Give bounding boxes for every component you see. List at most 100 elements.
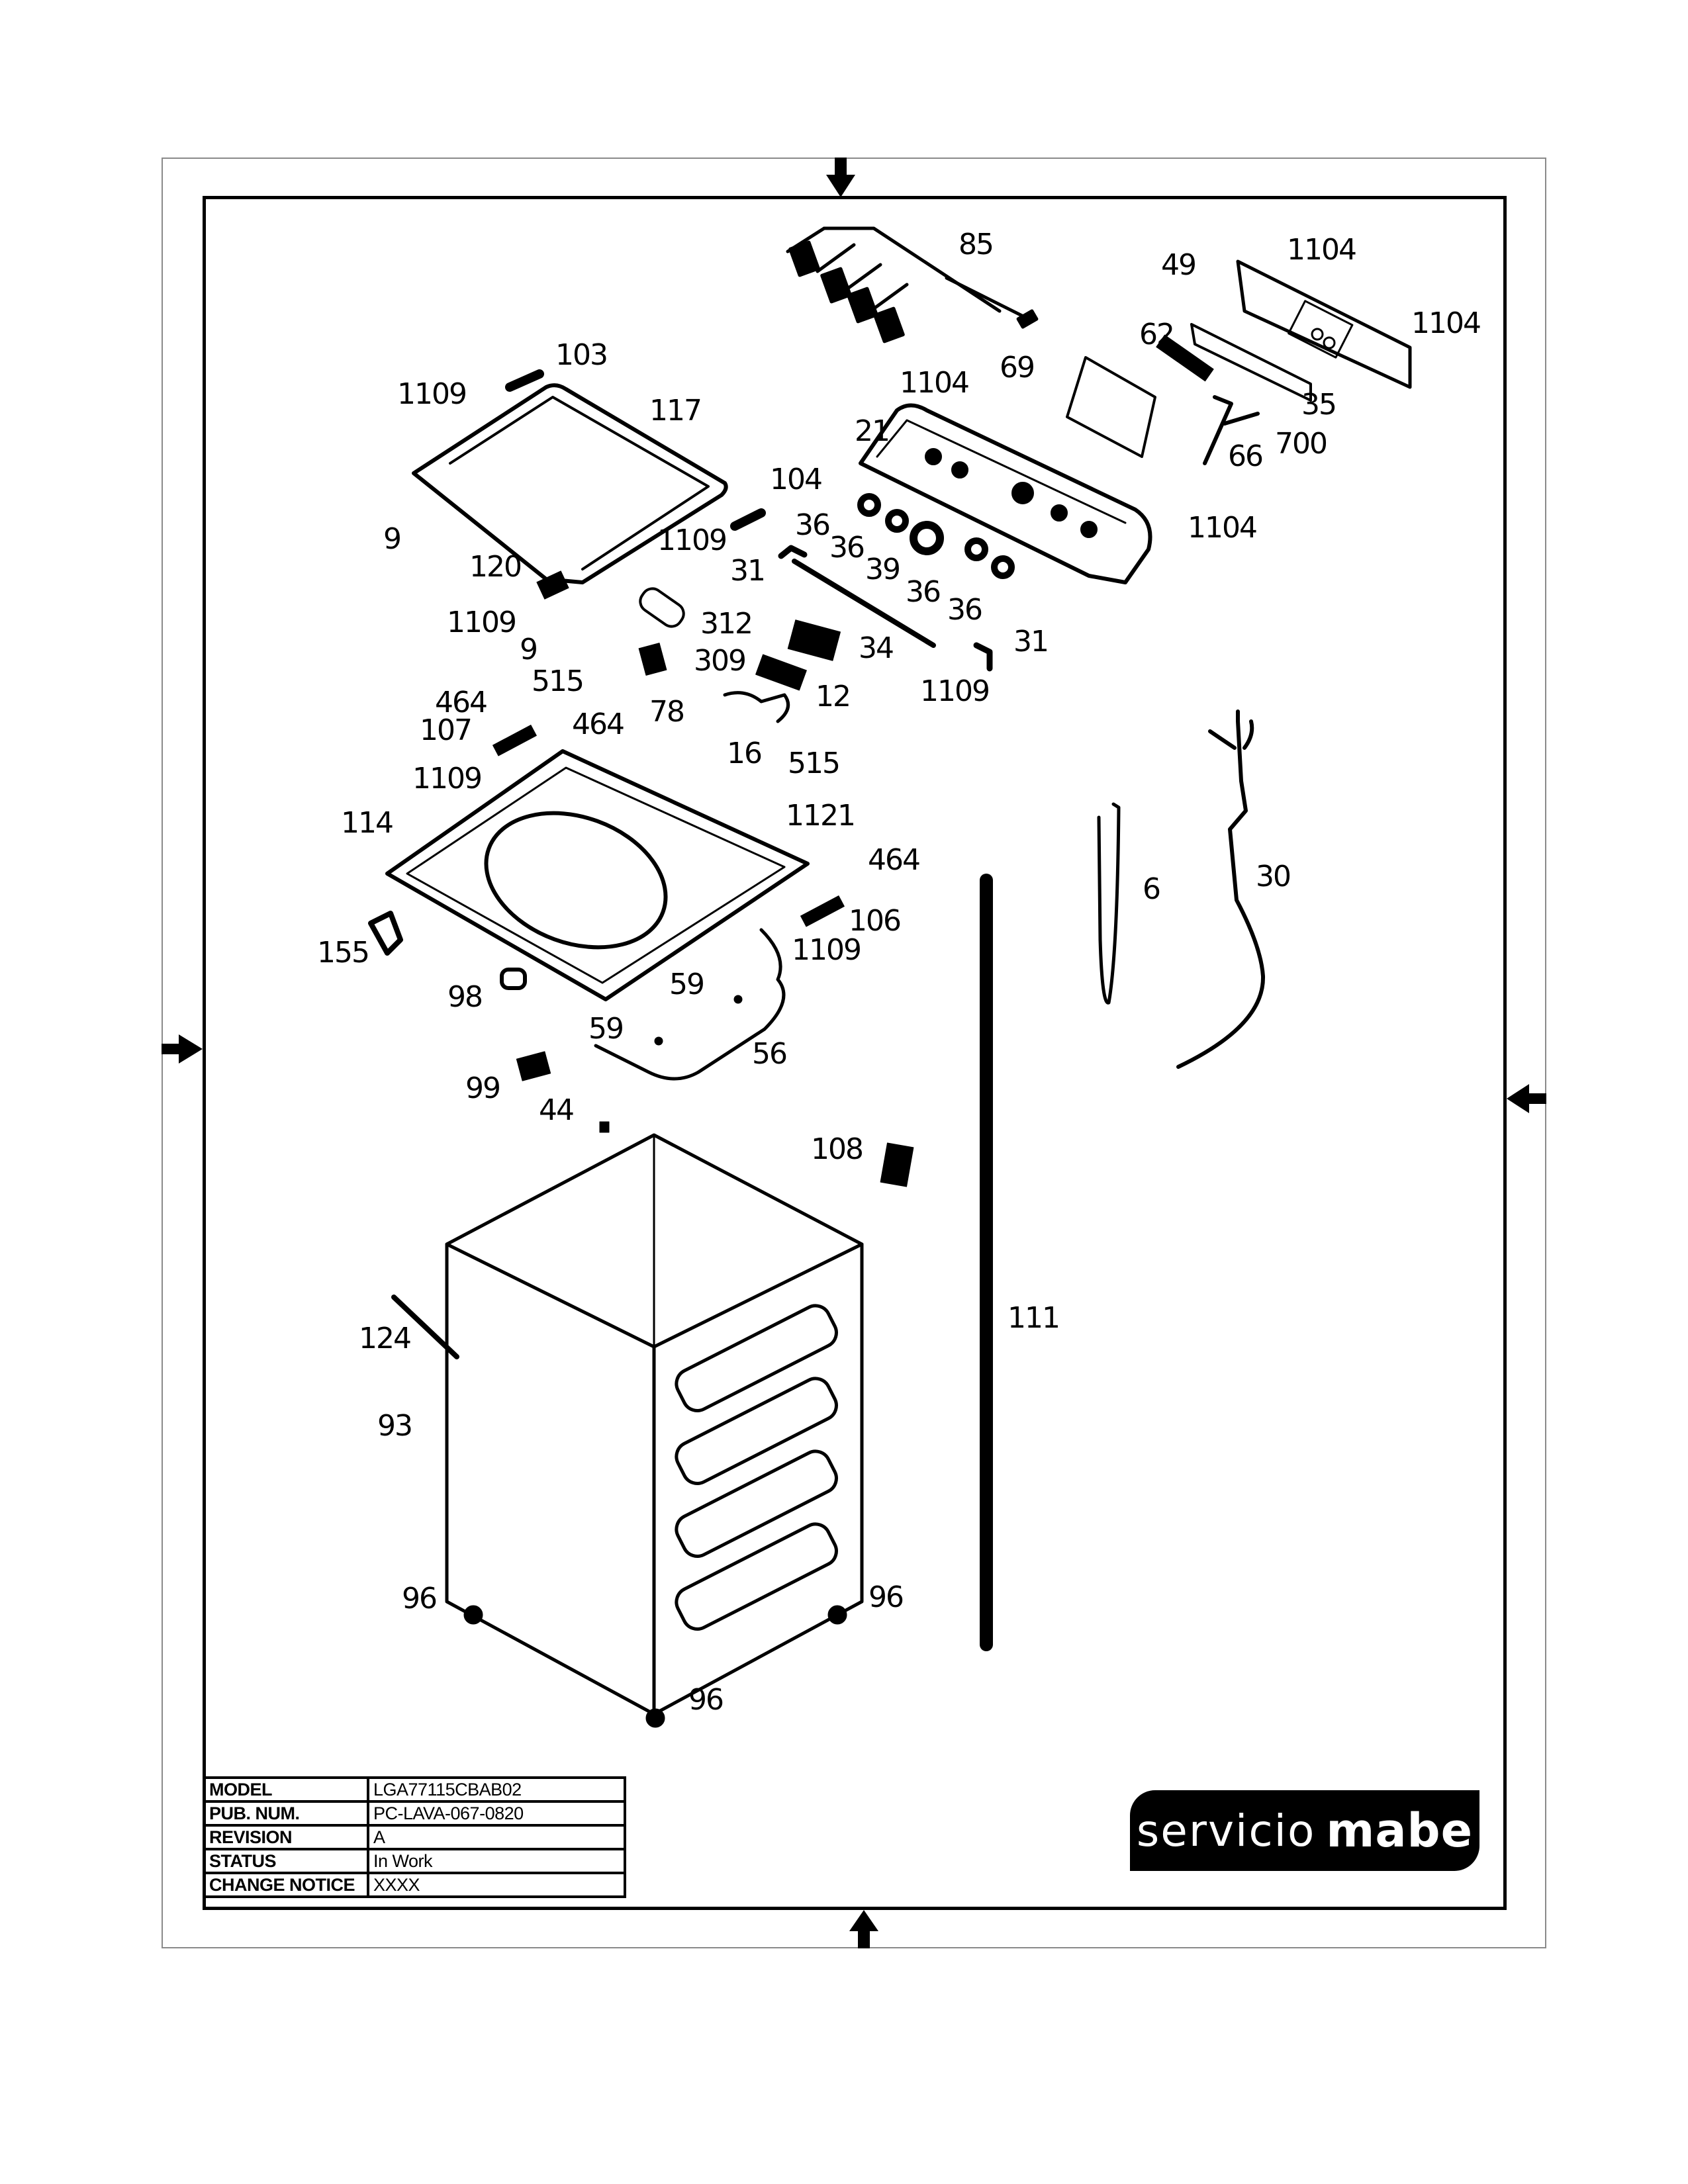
part-36-knobs xyxy=(857,493,1015,579)
callout-59: 59 xyxy=(669,968,705,1001)
arrow-right-icon xyxy=(162,1034,203,1064)
title-label: CHANGE NOTICE xyxy=(203,1872,369,1898)
title-value: In Work xyxy=(367,1848,626,1874)
callout-35: 35 xyxy=(1301,388,1337,422)
callout-107: 107 xyxy=(420,713,473,747)
callout-1104: 1104 xyxy=(1411,306,1481,340)
callout-21: 21 xyxy=(855,414,890,448)
callout-62: 62 xyxy=(1139,318,1175,351)
callout-85: 85 xyxy=(959,228,994,261)
part-59-clip xyxy=(654,1036,663,1046)
title-value: XXXX xyxy=(367,1872,626,1898)
callout-31: 31 xyxy=(1013,625,1049,659)
callout-120: 120 xyxy=(469,550,522,584)
part-31-hinge-right xyxy=(973,642,993,672)
callout-59: 59 xyxy=(588,1012,624,1046)
part-69-control-board xyxy=(1066,356,1156,458)
callout-6: 6 xyxy=(1143,872,1161,906)
logo-text-bold: mabe xyxy=(1326,1803,1474,1858)
part-30-power-cord xyxy=(1176,709,1266,1069)
part-12-pump-motor xyxy=(755,619,841,691)
part-44-screw xyxy=(599,1121,610,1133)
callout-1121: 1121 xyxy=(786,799,856,833)
callout-96: 96 xyxy=(688,1683,724,1717)
part-104-hinge xyxy=(730,508,766,531)
callout-36: 36 xyxy=(829,531,865,565)
callout-56: 56 xyxy=(752,1037,788,1071)
callout-1109: 1109 xyxy=(657,523,727,557)
callout-106: 106 xyxy=(849,904,902,938)
part-39-main-knob xyxy=(910,521,944,555)
callout-36: 36 xyxy=(947,593,983,627)
callout-108: 108 xyxy=(811,1132,864,1166)
part-103-hinge xyxy=(505,369,544,392)
part-6-harness xyxy=(1097,802,1121,1005)
title-value: LGA77115CBAB02 xyxy=(367,1776,626,1803)
callout-96: 96 xyxy=(402,1582,438,1615)
arrow-left-icon xyxy=(1507,1084,1546,1113)
part-85-switch-harness xyxy=(786,226,1039,343)
part-99-connector xyxy=(516,1051,551,1081)
callout-1109: 1109 xyxy=(397,377,467,411)
part-117-lid xyxy=(412,383,728,584)
part-312-capacitor xyxy=(639,587,685,628)
callout-93: 93 xyxy=(377,1409,413,1443)
callout-124: 124 xyxy=(359,1322,412,1355)
callout-98: 98 xyxy=(447,980,483,1014)
title-row-change-notice: CHANGE NOTICE XXXX xyxy=(203,1872,626,1898)
part-124-bracket xyxy=(391,1295,459,1359)
callout-49: 49 xyxy=(1161,248,1197,282)
callout-103: 103 xyxy=(555,338,608,372)
callout-44: 44 xyxy=(539,1093,575,1127)
title-label: MODEL xyxy=(203,1776,369,1803)
callout-69: 69 xyxy=(1000,351,1035,385)
callout-515: 515 xyxy=(532,664,585,698)
title-value: A xyxy=(367,1824,626,1850)
part-62-connector xyxy=(1156,334,1214,382)
callout-464: 464 xyxy=(435,686,488,719)
callout-99: 99 xyxy=(465,1071,501,1105)
part-56-harness xyxy=(594,928,786,1081)
callout-117: 117 xyxy=(649,394,702,428)
callout-16: 16 xyxy=(727,737,763,770)
part-106-lid-lock xyxy=(800,895,845,927)
part-21-control-console xyxy=(859,403,1152,584)
part-107-lid-lock xyxy=(492,725,537,756)
callout-12: 12 xyxy=(816,680,851,713)
callout-39: 39 xyxy=(865,553,901,586)
callout-155: 155 xyxy=(317,936,370,970)
part-35-trim xyxy=(1190,323,1312,402)
callout-515: 515 xyxy=(788,747,841,780)
callout-30: 30 xyxy=(1256,860,1291,893)
part-155-dispenser xyxy=(368,911,403,956)
part-96-leveling-foot xyxy=(463,1605,483,1625)
callout-9: 9 xyxy=(383,522,402,556)
title-block-table: MODEL LGA77115CBAB02 PUB. NUM. PC-LAVA-0… xyxy=(203,1776,626,1898)
callout-34: 34 xyxy=(859,631,894,665)
title-row-pub-num: PUB. NUM. PC-LAVA-067-0820 xyxy=(203,1800,626,1827)
callout-309: 309 xyxy=(694,644,747,678)
part-59-clip xyxy=(733,995,743,1004)
part-108-water-valve xyxy=(880,1142,914,1187)
callout-1109: 1109 xyxy=(447,606,517,639)
title-label: PUB. NUM. xyxy=(203,1800,369,1827)
callout-104: 104 xyxy=(770,463,823,496)
title-row-status: STATUS In Work xyxy=(203,1848,626,1874)
callout-66: 66 xyxy=(1228,439,1264,473)
callout-1104: 1104 xyxy=(1287,233,1357,267)
part-96-leveling-foot xyxy=(645,1708,665,1728)
servicio-mabe-logo: servicio mabe xyxy=(1130,1790,1479,1871)
title-row-model: MODEL LGA77115CBAB02 xyxy=(203,1776,626,1803)
arrow-down-icon xyxy=(826,158,855,197)
part-49-back-plate xyxy=(1236,259,1412,389)
arrow-up-icon xyxy=(849,1910,878,1948)
part-93-cabinet xyxy=(445,1133,864,1716)
callout-1104: 1104 xyxy=(900,366,970,400)
title-value: PC-LAVA-067-0820 xyxy=(367,1800,626,1827)
callout-700: 700 xyxy=(1275,427,1328,461)
callout-9: 9 xyxy=(520,633,538,666)
part-120-lid-stop xyxy=(536,570,569,600)
callout-1109: 1109 xyxy=(792,933,862,967)
